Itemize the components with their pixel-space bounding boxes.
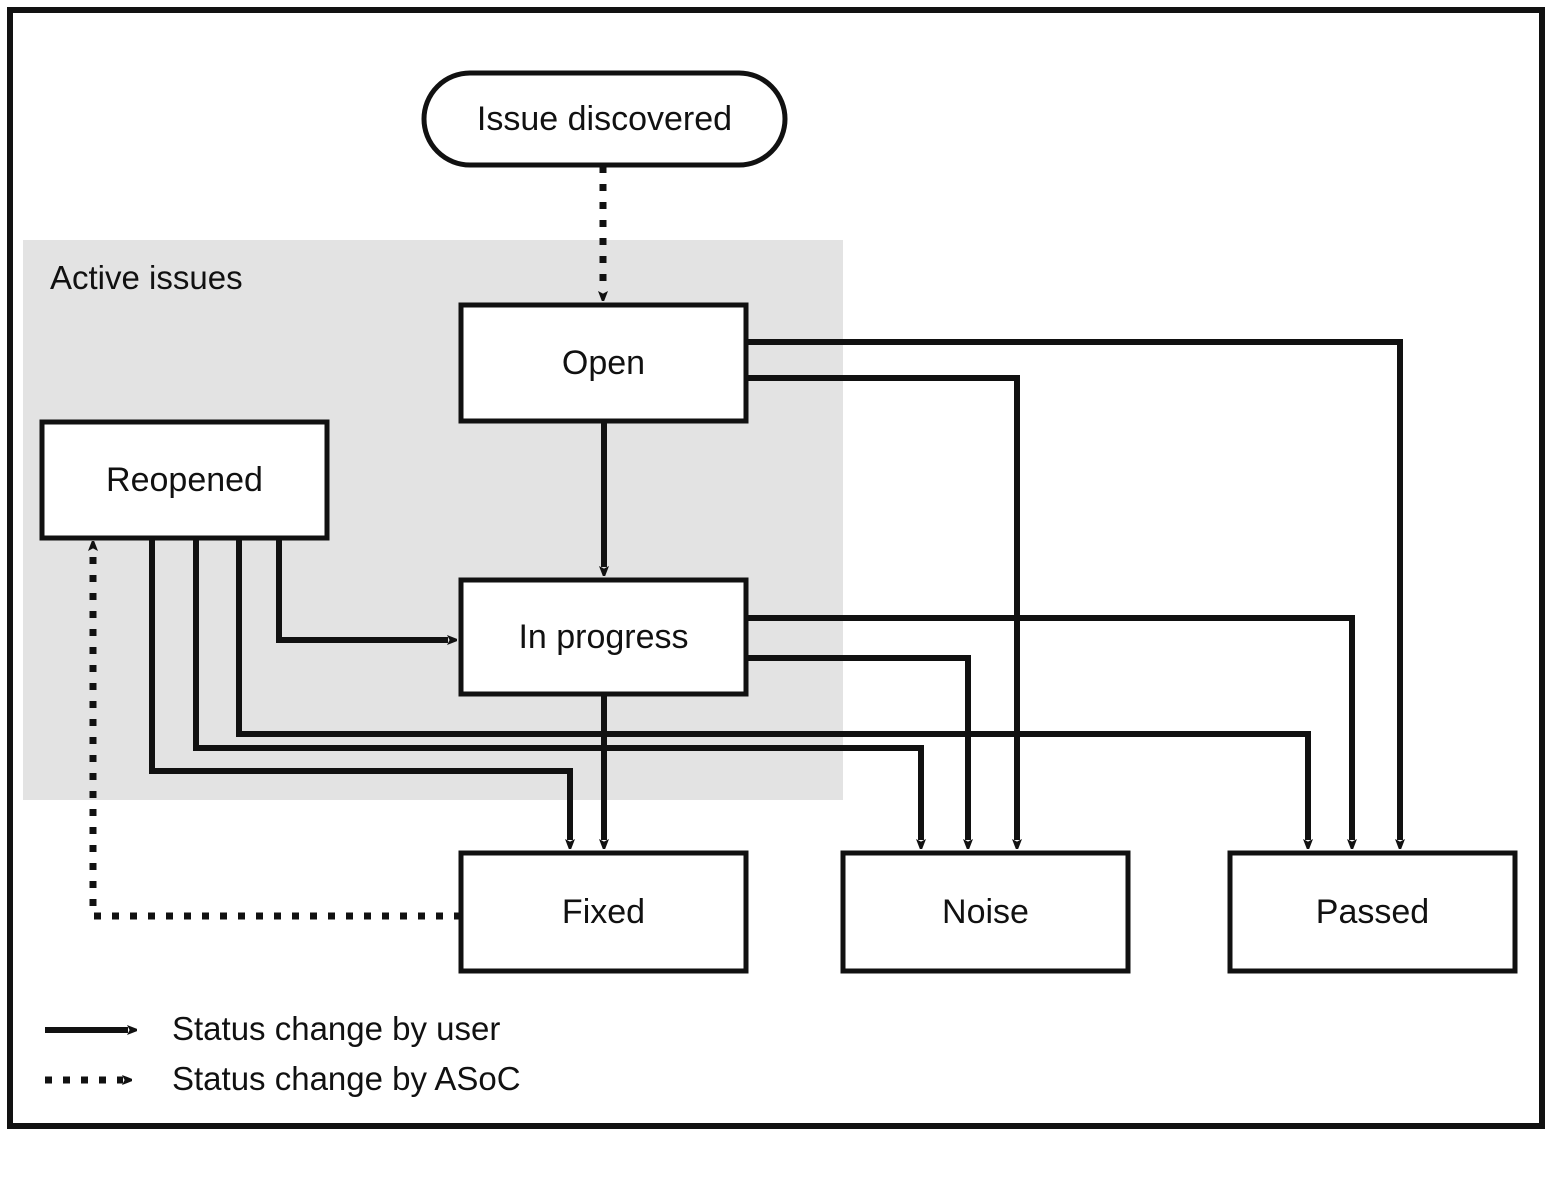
node-noise[interactable] [840, 850, 1131, 974]
edge-in-progress-passed [746, 615, 1352, 840]
edge-fixed-reopened [93, 550, 461, 920]
legend-glyphs [45, 1030, 128, 1080]
active-issues-label: Active issues [50, 259, 243, 296]
legend-label-asoc: Status change by ASoC [172, 1060, 521, 1097]
edge-reopened-in-progress [276, 538, 448, 640]
legend-label-user: Status change by user [172, 1010, 501, 1047]
node-open[interactable] [458, 302, 749, 424]
node-passed[interactable] [1227, 850, 1518, 974]
edge-reopened-noise [193, 538, 921, 840]
node-in-progress[interactable] [458, 577, 749, 697]
edge-reopened-fixed [149, 538, 570, 840]
edge-open-noise [746, 375, 1017, 840]
node-issue-discovered[interactable] [421, 70, 788, 168]
edge-open-passed [746, 339, 1400, 840]
edge-layer [93, 166, 1400, 920]
node-reopened[interactable] [39, 419, 330, 541]
node-layer [39, 70, 1518, 974]
node-fixed[interactable] [458, 850, 749, 974]
edge-in-progress-noise [746, 655, 968, 840]
edge-reopened-passed [236, 538, 1308, 840]
